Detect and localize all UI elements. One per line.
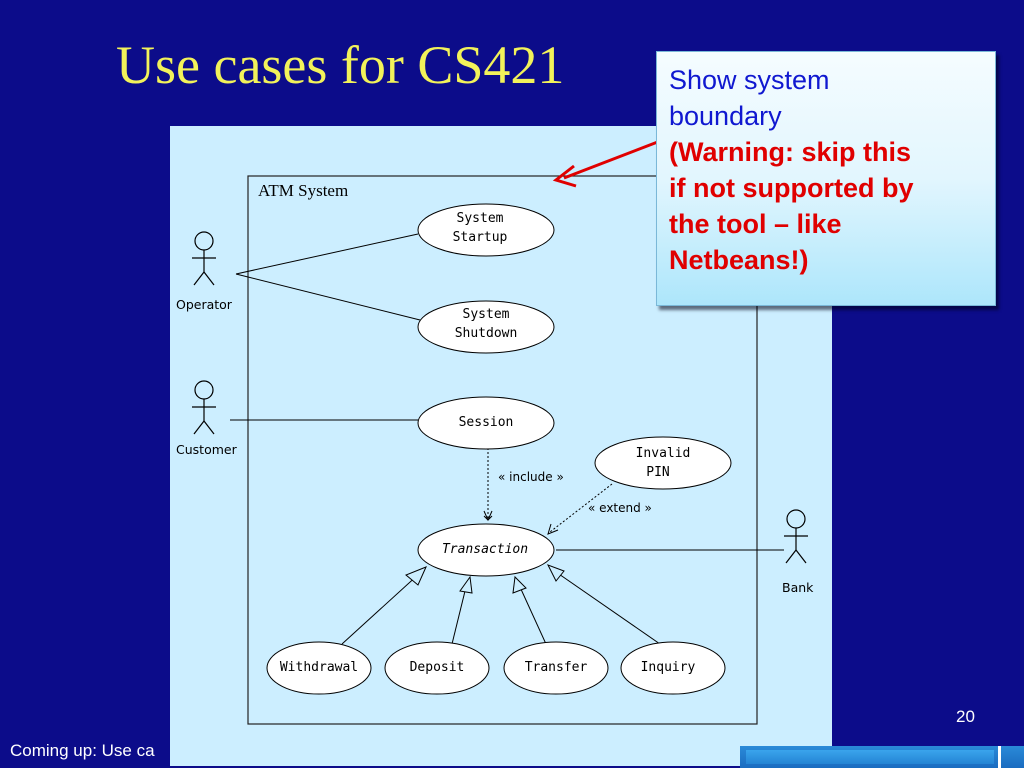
operator-label: Operator (176, 297, 233, 312)
include-arrowhead (483, 510, 493, 522)
operator-actor-icon (192, 231, 216, 286)
shutdown-label-line2: Shutdown (455, 326, 518, 341)
system-name-label: ATM System (258, 181, 348, 200)
footer-bar (740, 746, 1024, 768)
callout-arrow (563, 136, 669, 180)
bank-actor-icon (784, 509, 808, 564)
system-boundary (247, 175, 758, 725)
diagram-canvas: ATM System Operator Customer Bank (176, 175, 814, 725)
use-case-inquiry (620, 641, 726, 695)
bank-label: Bank (782, 580, 814, 595)
callout-warning-4: Netbeans!) (669, 245, 809, 275)
use-case-withdrawal (266, 641, 372, 695)
footer-bar-inner (746, 750, 994, 764)
session-label: Session (459, 415, 514, 430)
shutdown-label-line1: System (463, 307, 510, 322)
use-case-invalid-pin (594, 436, 732, 490)
use-case-transaction (417, 523, 555, 577)
invalid-pin-label-line1: Invalid (636, 446, 691, 461)
startup-label-line1: System (457, 211, 504, 226)
callout-line-2: boundary (669, 101, 782, 131)
callout-warning-2: if not supported by (669, 173, 914, 203)
include-label: « include » (498, 470, 564, 484)
use-case-system-shutdown (417, 300, 555, 354)
extend-relation (549, 483, 613, 533)
inquiry-label: Inquiry (641, 660, 696, 675)
callout-warning-3: the tool – like (669, 209, 842, 239)
use-case-system-startup (417, 203, 555, 257)
callout-arrowhead (552, 164, 577, 188)
callout-warning-1: (Warning: skip this (669, 137, 911, 167)
use-case-deposit (384, 641, 490, 695)
extend-arrowhead (547, 523, 559, 535)
extend-label: « extend » (588, 501, 652, 515)
generalization-lines (341, 564, 661, 645)
callout-box: Show system boundary (Warning: skip this… (656, 51, 996, 306)
invalid-pin-label-line2: PIN (646, 465, 669, 480)
use-case-transfer (503, 641, 609, 695)
transfer-label: Transfer (525, 660, 588, 675)
slide-title: Use cases for CS421 (116, 35, 565, 95)
callout-line-1: Show system (669, 65, 830, 95)
customer-actor-icon (192, 380, 216, 435)
footer-text: Coming up: Use ca (10, 741, 155, 760)
use-case-session (417, 396, 555, 450)
page-number: 20 (956, 707, 975, 726)
association-lines (230, 233, 784, 551)
startup-label-line2: Startup (453, 230, 508, 245)
withdrawal-label: Withdrawal (280, 660, 358, 675)
transaction-label: Transaction (442, 542, 528, 557)
deposit-label: Deposit (410, 660, 465, 675)
footer-bar-divider (998, 746, 1001, 768)
customer-label: Customer (176, 442, 238, 457)
